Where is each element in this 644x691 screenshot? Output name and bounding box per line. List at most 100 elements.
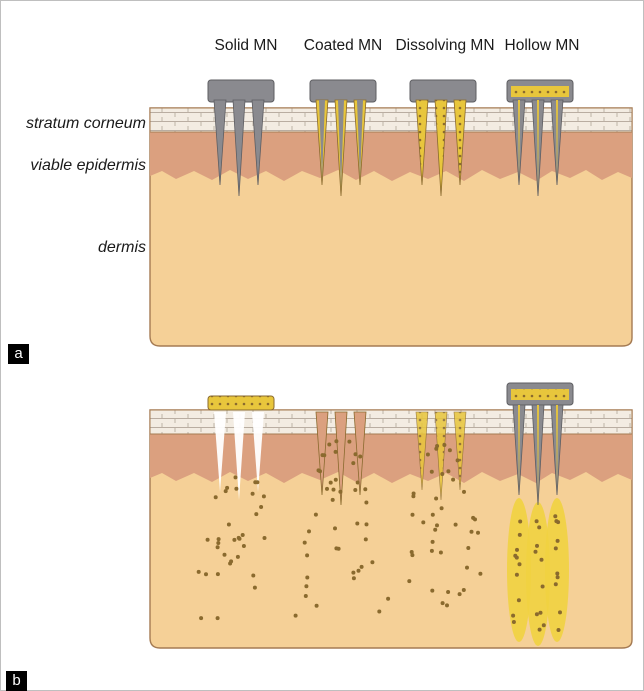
drug-particle (217, 537, 221, 541)
drug-particle (476, 531, 480, 535)
drug-particle (535, 544, 539, 548)
drug-particle (322, 453, 326, 457)
drug-particle (315, 604, 319, 608)
drug-particle (338, 490, 342, 494)
drug-particle (234, 475, 238, 479)
drug-particle (353, 488, 357, 492)
drug-particle (232, 538, 236, 542)
drug-particle (363, 487, 367, 491)
drug-particle (337, 547, 341, 551)
drug-particle (357, 569, 361, 573)
drug-particle (354, 452, 358, 456)
drug-particle (255, 480, 259, 484)
drug-particle (556, 575, 560, 579)
drug-particle (411, 513, 415, 517)
drug-particle (518, 520, 522, 524)
drug-particle (334, 439, 338, 443)
drug-particle (553, 514, 557, 518)
drug-particle (554, 546, 558, 550)
drug-particle (327, 443, 331, 447)
drug-particle (355, 522, 359, 526)
drug-particle (334, 478, 338, 482)
drug-particle (431, 540, 435, 544)
drug-particle (223, 553, 227, 557)
header-dissolving-mn: Dissolving MN (395, 37, 494, 54)
drug-particle (445, 603, 449, 607)
drug-particle (511, 614, 515, 618)
drug-particle (435, 444, 439, 448)
drug-particle (314, 513, 318, 517)
drug-particle (473, 517, 477, 521)
drug-particle (251, 574, 255, 578)
drug-particle (216, 572, 220, 576)
drug-particle (446, 469, 450, 473)
drug-particle (513, 554, 517, 558)
drug-particle (360, 565, 364, 569)
drug-particle (305, 576, 309, 580)
drug-particle (454, 523, 458, 527)
drug-particle (214, 495, 218, 499)
drug-particle (304, 594, 308, 598)
drug-particle (558, 610, 562, 614)
header-coated-mn: Coated MN (304, 37, 382, 54)
drug-particle (441, 601, 445, 605)
drug-particle (351, 461, 355, 465)
drug-particle (466, 546, 470, 550)
drug-particle (433, 528, 437, 532)
drug-particle (439, 551, 443, 555)
drug-particle (554, 519, 558, 523)
drug-particle (351, 571, 355, 575)
header-solid-mn: Solid MN (215, 37, 278, 54)
drug-particle (241, 533, 245, 537)
drug-particle (352, 576, 356, 580)
drug-particle (456, 458, 460, 462)
drug-particle (462, 490, 466, 494)
drug-particle (204, 572, 208, 576)
drug-particle (237, 536, 241, 540)
drug-particle (253, 586, 257, 590)
drug-particle (430, 549, 434, 553)
drug-particle (216, 545, 220, 549)
drug-particle (410, 553, 414, 557)
drug-particle (304, 584, 308, 588)
drug-particle (440, 472, 444, 476)
drug-particle (364, 537, 368, 541)
drug-particle (356, 481, 360, 485)
drug-particle (556, 539, 560, 543)
drug-particle (434, 497, 438, 501)
panel-label-b: b (6, 671, 27, 691)
drug-particle (251, 492, 255, 496)
drug-particle (216, 541, 220, 545)
drug-particle (440, 506, 444, 510)
drug-particle (435, 523, 439, 527)
drug-particle (555, 572, 559, 576)
drug-particle (518, 562, 522, 566)
label-stratum-corneum: stratum corneum (26, 115, 146, 132)
drug-particle (470, 530, 474, 534)
drug-particle (333, 526, 337, 530)
drug-particle (364, 501, 368, 505)
drug-particle (386, 597, 390, 601)
drug-particle (317, 468, 321, 472)
drug-particle (515, 548, 519, 552)
drug-particle (446, 590, 450, 594)
drug-particle (294, 614, 298, 618)
drug-particle (358, 455, 362, 459)
drug-particle (542, 623, 546, 627)
drug-particle (539, 611, 543, 615)
drug-particle (535, 612, 539, 616)
drug-particle (236, 555, 240, 559)
drug-particle (347, 440, 351, 444)
drug-particle (535, 519, 539, 523)
drug-particle (534, 550, 538, 554)
drug-particle (426, 453, 430, 457)
drug-particle (199, 616, 203, 620)
drug-particle (458, 592, 462, 596)
drug-particle (263, 536, 267, 540)
drug-particle (557, 628, 561, 632)
drug-particle (216, 616, 220, 620)
drug-particle (329, 481, 333, 485)
drug-particle (242, 544, 246, 548)
drug-particle (451, 478, 455, 482)
